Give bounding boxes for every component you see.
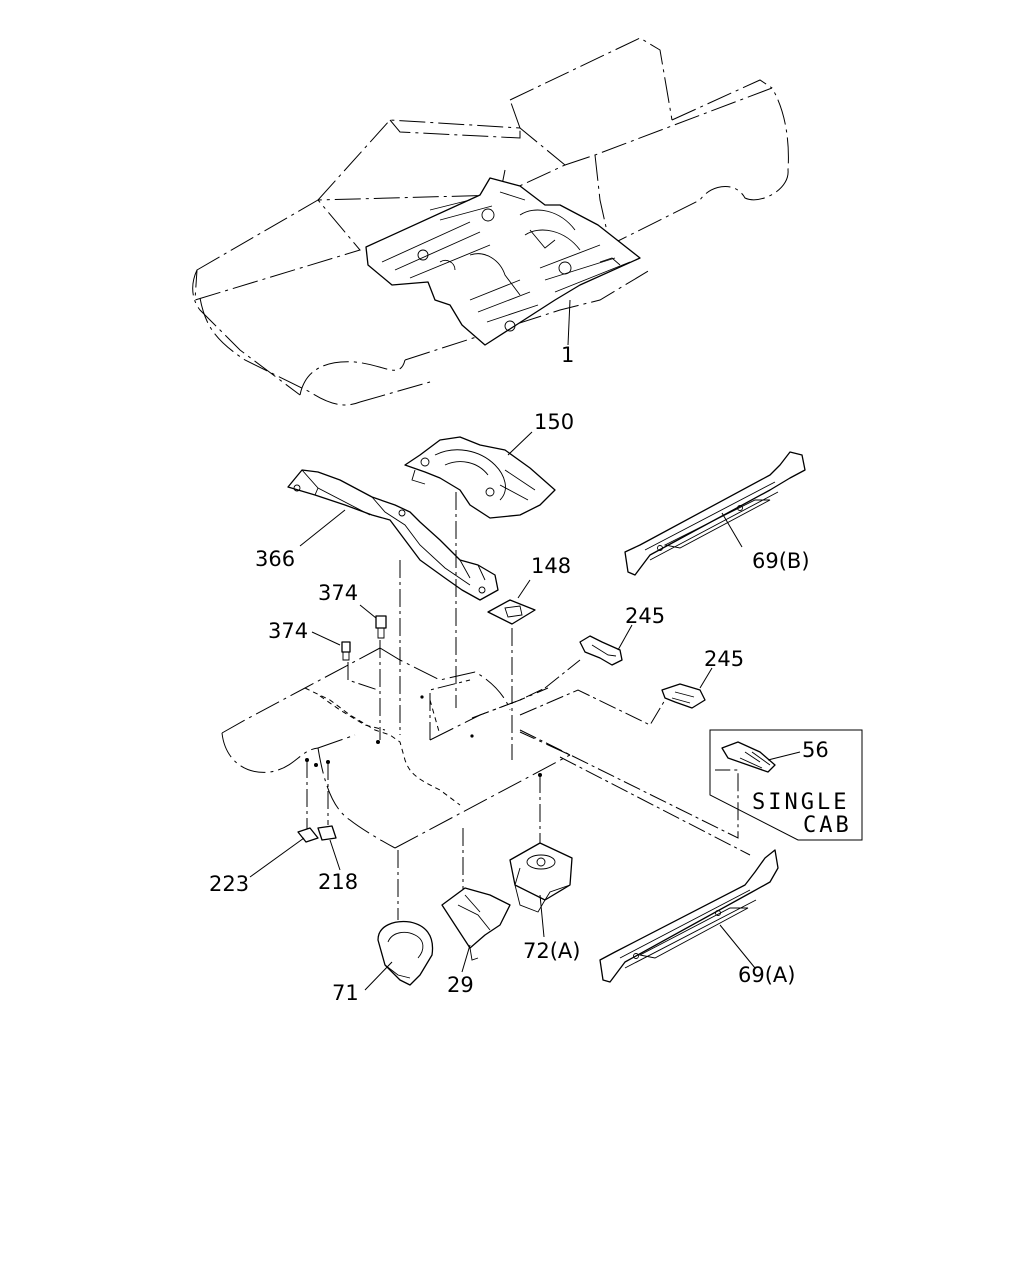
bolt-374-lower — [341, 641, 351, 661]
callout-56: 56 — [802, 738, 829, 762]
leader-56 — [767, 751, 801, 761]
leader-148 — [517, 579, 531, 599]
leader-218 — [329, 839, 341, 871]
callout-29: 29 — [447, 973, 474, 997]
bracket-56 — [721, 741, 776, 773]
callout-366: 366 — [255, 547, 295, 571]
leader-71 — [364, 961, 393, 991]
callout-223: 223 — [209, 872, 249, 896]
callout-72a: 72(A) — [523, 939, 580, 963]
callout-71: 71 — [332, 981, 359, 1005]
callout-1: 1 — [561, 343, 574, 367]
callout-245-upper: 245 — [625, 604, 665, 628]
lower-floor-outline — [221, 647, 571, 849]
leader-69b — [721, 512, 743, 548]
leader-72a — [539, 894, 545, 938]
mounting-holes — [305, 695, 542, 777]
leader-374a — [359, 604, 377, 619]
leader-150 — [507, 431, 533, 456]
bracket-218 — [317, 825, 337, 841]
side-sill-b — [624, 451, 806, 576]
callout-69b: 69(B) — [752, 549, 810, 573]
callout-148: 148 — [531, 554, 571, 578]
callout-374-upper: 374 — [318, 581, 358, 605]
inset-label-cab: CAB — [803, 813, 852, 838]
leader-245b — [699, 667, 713, 689]
leader-1 — [567, 299, 571, 346]
bracket-148 — [487, 599, 536, 625]
callout-245-lower: 245 — [704, 647, 744, 671]
bracket-245-upper — [579, 635, 623, 666]
callout-218: 218 — [318, 870, 358, 894]
leader-374b — [311, 631, 341, 646]
leader-69a — [719, 924, 756, 969]
crossmember — [287, 469, 499, 601]
assembly-lines — [306, 492, 751, 920]
single-cab-inset: 56 SINGLE CAB — [709, 729, 863, 841]
tunnel-panel — [404, 436, 556, 519]
leader-223 — [249, 837, 305, 878]
bracket-29 — [441, 887, 511, 961]
mount-72a — [509, 842, 573, 913]
bracket-245-lower — [661, 683, 706, 709]
bolt-374-upper — [375, 615, 387, 639]
callout-374-lower: 374 — [268, 619, 308, 643]
callout-150: 150 — [534, 410, 574, 434]
floor-panel-assembly — [365, 177, 641, 346]
seat-base-71 — [377, 920, 434, 986]
leader-366 — [299, 509, 346, 547]
side-sill-a — [599, 849, 779, 983]
leader-29 — [461, 944, 471, 973]
inset-label-single: SINGLE — [752, 790, 849, 815]
leader-245a — [617, 624, 633, 651]
callout-69a: 69(A) — [738, 963, 795, 987]
